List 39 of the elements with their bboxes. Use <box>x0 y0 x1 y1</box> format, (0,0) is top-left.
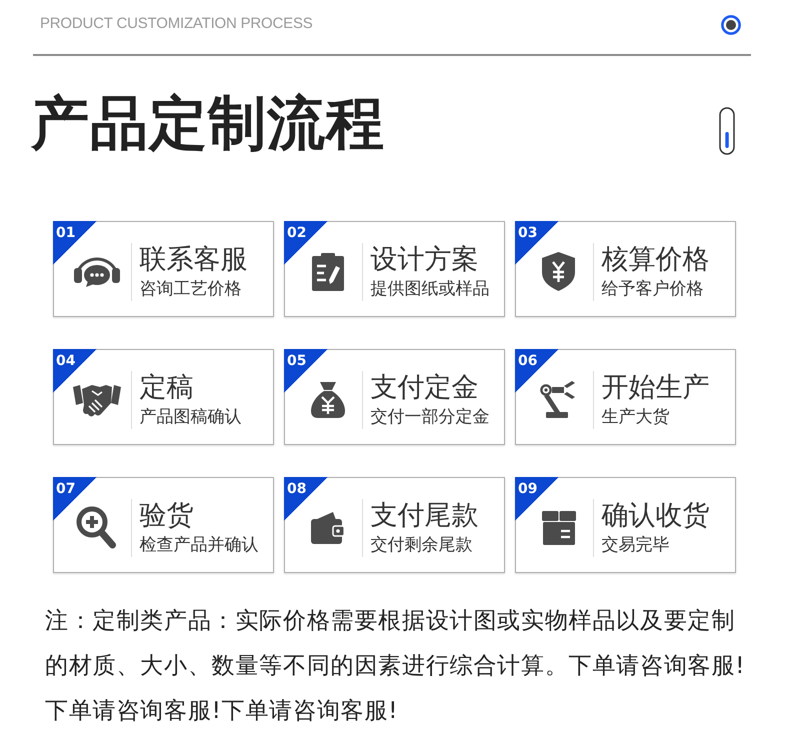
step-card <box>53 477 274 573</box>
number-badge: 02 <box>284 220 328 264</box>
step-title: 确认收货 <box>602 502 710 529</box>
step-description: 咨询工艺价格 <box>140 280 242 298</box>
number-badge: 03 <box>514 220 558 264</box>
step-card <box>515 221 736 317</box>
step-title: 开始生产 <box>602 374 710 401</box>
step-description: 交付一部分定金 <box>370 408 490 426</box>
subtitle: PRODUCT CUSTOMIZATION PROCESS <box>40 16 313 31</box>
step-description: 交付剩余尾款 <box>370 536 472 554</box>
step-description: 检查产品并确认 <box>140 536 258 554</box>
step-title: 定稿 <box>140 374 194 401</box>
step-description: 生产大货 <box>602 408 670 426</box>
step-description: 给予客户价格 <box>602 280 704 298</box>
step-card <box>284 221 505 317</box>
number-badge: 07 <box>52 476 96 520</box>
step-description: 产品图稿确认 <box>140 408 242 426</box>
number-badge: 05 <box>284 348 328 392</box>
number-badge: 04 <box>52 348 96 392</box>
step-title: 支付尾款 <box>370 502 478 529</box>
step-card <box>284 349 505 445</box>
step-title: 支付定金 <box>370 374 478 401</box>
step-title: 验货 <box>140 502 194 529</box>
step-card <box>53 221 274 317</box>
step-description: 交易完毕 <box>602 536 670 554</box>
step-title: 核算价格 <box>602 246 710 273</box>
step-card <box>284 477 505 573</box>
step-card <box>515 349 736 445</box>
step-title: 设计方案 <box>370 246 478 273</box>
note-text: 注：定制类产品：实际价格需要根据设计图或实物样品以及要定制的材质、大小、数量等不同的因素进行综合计算。下单请咨询客服!下单请咨询客服!下单请咨询客服! <box>45 607 746 726</box>
step-description: 提供图纸或样品 <box>370 280 490 298</box>
number-badge: 01 <box>52 220 96 264</box>
step-card <box>515 477 736 573</box>
number-badge: 08 <box>284 476 328 520</box>
title: 产品定制流程 <box>31 94 385 152</box>
step-title: 联系客服 <box>140 246 248 273</box>
step-card <box>53 349 274 445</box>
number-badge: 09 <box>514 476 558 520</box>
number-badge: 06 <box>514 348 558 392</box>
